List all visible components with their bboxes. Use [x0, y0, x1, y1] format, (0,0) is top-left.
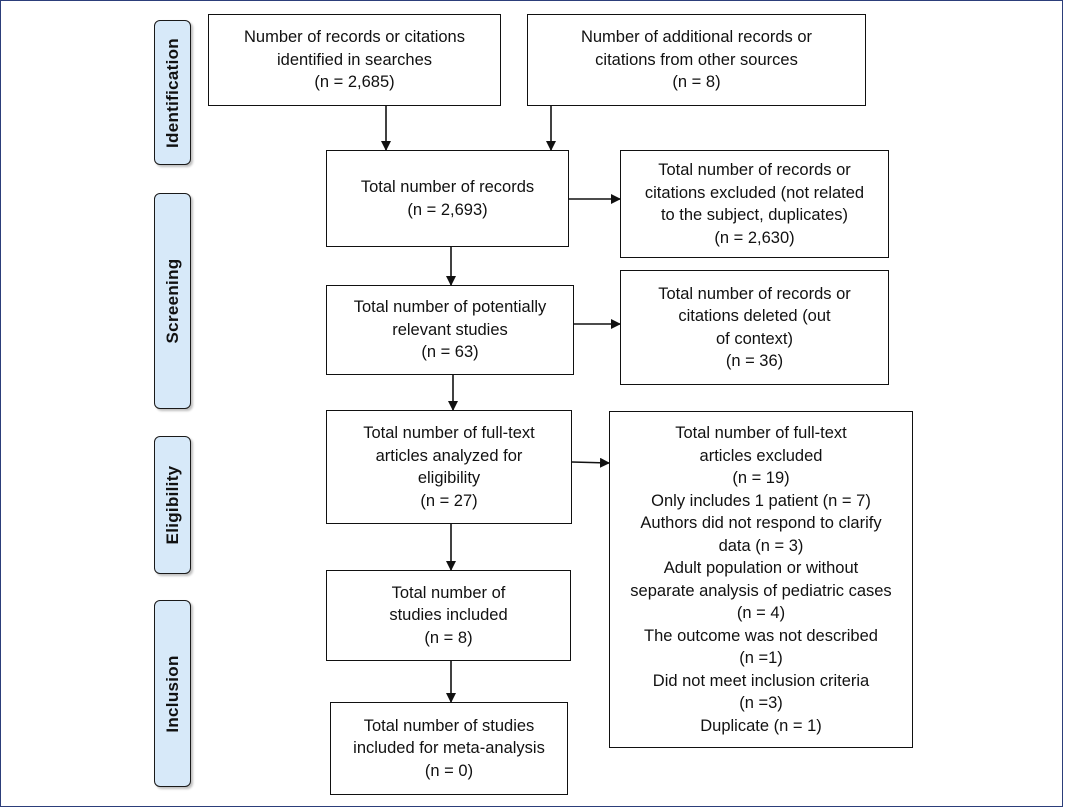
box-line: eligibility [417, 469, 481, 487]
box-line: (n = 2,685) [314, 73, 395, 92]
box-additional-records: Number of additional records or citation… [527, 14, 866, 106]
box-line: (n = 8) [424, 628, 473, 647]
box-line: Total number of records or [658, 284, 851, 303]
box-line: to the subject, duplicates) [660, 206, 849, 224]
box-line: (n = 36) [725, 352, 784, 370]
box-line: Total number of records or [658, 161, 851, 179]
box-potentially-relevant: Total number of potentially relevant stu… [326, 285, 574, 375]
box-line: articles analyzed for [375, 446, 523, 465]
stage-inclusion: Inclusion [154, 600, 191, 787]
box-line: Only includes 1 patient (n = 7) [651, 491, 871, 510]
arrow-fulltext-to-excluded [571, 457, 610, 468]
stage-identification: Identification [154, 20, 191, 165]
box-line: (n =1) [739, 649, 783, 667]
box-total-records: Total number of records (n = 2,693) [326, 150, 569, 247]
box-identified-records: Number of records or citations identifie… [208, 14, 501, 106]
box-line: The outcome was not described [644, 626, 878, 645]
stage-eligibility: Eligibility [154, 436, 191, 574]
box-records-deleted: Total number of records or citations del… [620, 270, 889, 385]
box-line: (n = 2,630) [714, 228, 795, 247]
box-line: (n = 63) [421, 343, 479, 362]
box-line: citations from other sources [595, 50, 798, 69]
box-line: Total number of full-text [363, 424, 535, 442]
box-line: (n = 4) [736, 604, 786, 622]
box-line: studies included [389, 606, 508, 625]
box-line: Total number of [391, 583, 506, 602]
box-line: Number of records or citations [243, 28, 465, 47]
box-line: (n = 0) [424, 761, 474, 780]
box-line: (n = 2,693) [407, 200, 488, 219]
box-line: citations deleted (out [678, 307, 831, 325]
box-line: (n = 27) [420, 491, 478, 510]
box-line: Total number of records [360, 178, 535, 196]
box-line: citations excluded (not related [644, 183, 865, 202]
box-studies-included: Total number of studies included (n = 8) [326, 570, 571, 661]
box-line: separate analysis of pediatric cases [630, 581, 892, 600]
box-meta-analysis: Total number of studies included for met… [330, 702, 568, 795]
box-line: (n = 8) [672, 73, 721, 92]
box-line: included for meta-analysis [353, 739, 545, 758]
box-line: (n = 19) [732, 469, 790, 487]
box-line: Total number of full-text [675, 424, 847, 442]
box-line: data (n = 3) [718, 536, 804, 555]
box-line: Duplicate (n = 1) [700, 716, 822, 735]
box-records-excluded: Total number of records or citations exc… [620, 150, 889, 258]
box-line: relevant studies [392, 320, 508, 339]
box-full-text-analyzed: Total number of full-text articles analy… [326, 410, 572, 524]
box-line: Did not meet inclusion criteria [652, 671, 870, 690]
box-line: (n =3) [739, 694, 783, 712]
box-full-text-excluded: Total number of full-text articles exclu… [609, 411, 913, 748]
box-line: Adult population or without [663, 559, 859, 577]
box-line: Total number of potentially [353, 298, 547, 317]
box-line: of context) [715, 329, 794, 348]
box-line: Total number of studies [363, 716, 535, 735]
box-line: articles excluded [699, 446, 823, 465]
box-line: Number of additional records or [580, 28, 813, 47]
box-line: Authors did not respond to clarify [640, 514, 882, 532]
stage-screening: Screening [154, 193, 191, 409]
box-line: identified in searches [276, 50, 432, 69]
